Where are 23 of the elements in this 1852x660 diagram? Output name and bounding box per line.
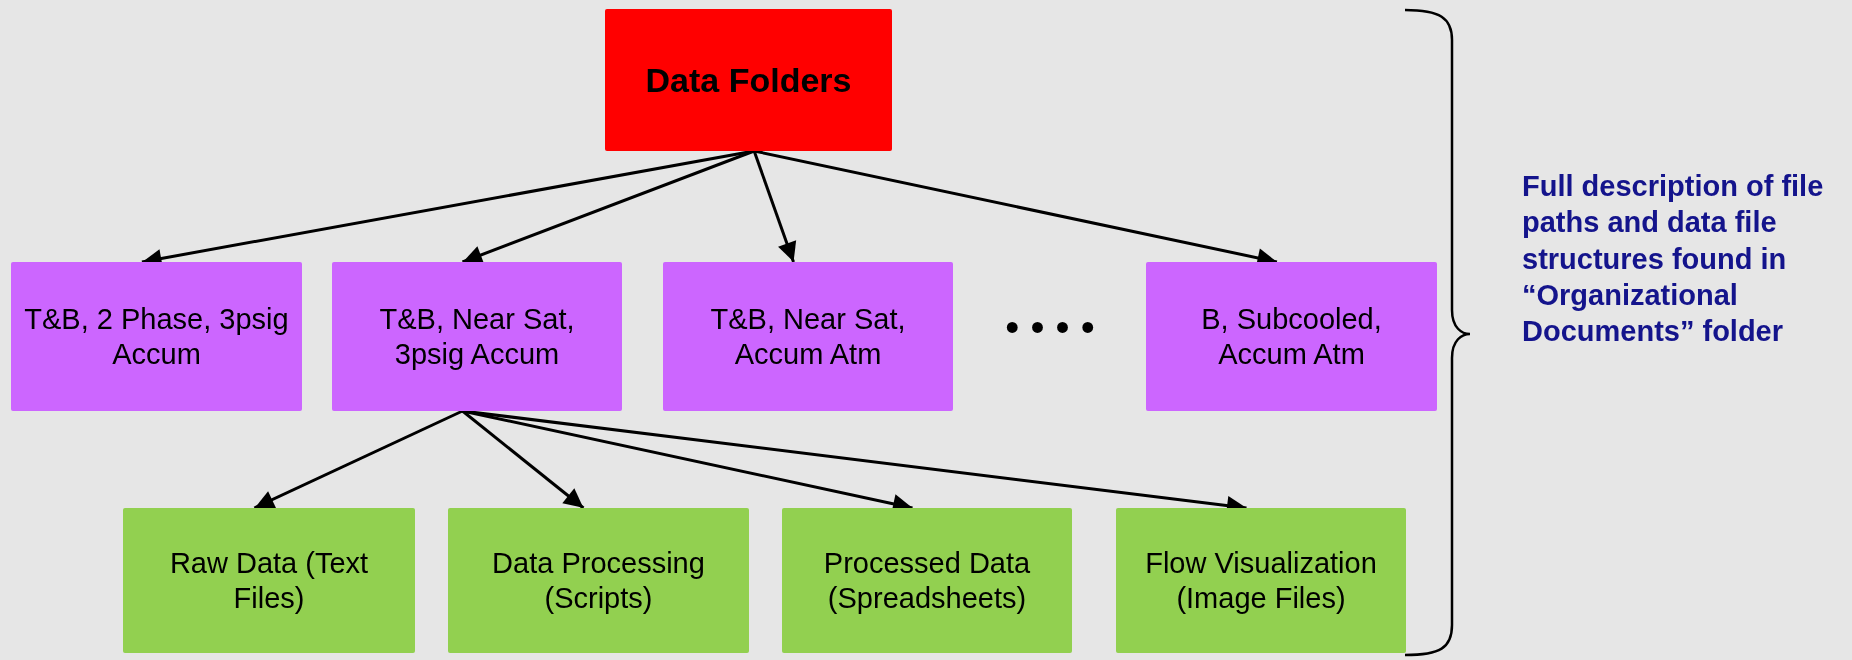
folder-box (1146, 262, 1437, 411)
box-label: Flow Visualization (Image Files) (1144, 545, 1378, 616)
box-label: Data Processing (Scripts) (491, 545, 706, 616)
folder-box (11, 262, 302, 411)
arrow (752, 150, 797, 263)
box-label: Raw Data (Text Files) (168, 545, 370, 616)
box-label: T&B, Near Sat, Accum Atm (709, 301, 907, 372)
folder-box (332, 262, 622, 411)
box-label: Processed Data (Spreadsheets) (822, 545, 1032, 616)
box-label: T&B, 2 Phase, 3psig Accum (23, 301, 290, 372)
folder-box (123, 508, 415, 653)
description-note: Full description of file paths and data file structures found in “Organizational Documents” folder (1522, 169, 1825, 349)
box-label: T&B, Near Sat, 3psig Accum (378, 301, 576, 372)
box-label: B, Subcooled, Accum Atm (1200, 301, 1383, 372)
box-label: Data Folders (645, 59, 852, 101)
ellipsis-dots: • • • • (1004, 305, 1096, 350)
arrow (461, 149, 755, 265)
folder-box (663, 262, 953, 411)
folder-box (1116, 508, 1406, 653)
folder-box (782, 508, 1072, 653)
folder-box (605, 9, 892, 151)
folder-box (448, 508, 749, 653)
arrow (253, 409, 464, 510)
